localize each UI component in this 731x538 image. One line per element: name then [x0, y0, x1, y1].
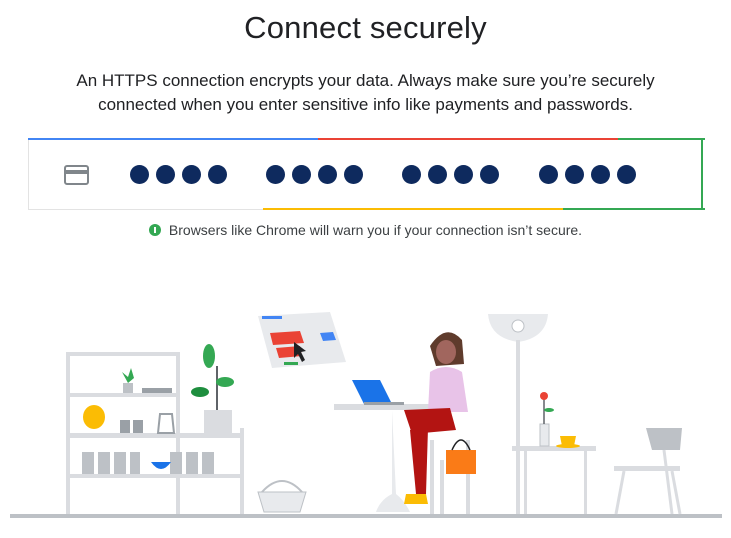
card-number-group-1: [130, 165, 227, 184]
flower-vase: [539, 392, 554, 447]
office-scene-illustration: [10, 312, 722, 518]
side-chair: [614, 428, 682, 515]
masked-digit: [539, 165, 558, 184]
desk: [334, 404, 458, 512]
browser-window: [258, 312, 346, 368]
page-title: Connect securely: [244, 10, 487, 45]
floor-lamp: [488, 314, 548, 514]
security-note: Browsers like Chrome will warn you if yo…: [0, 222, 731, 238]
masked-digit: [565, 165, 584, 184]
masked-digit: [402, 165, 421, 184]
masked-digit: [292, 165, 311, 184]
masked-digit: [454, 165, 473, 184]
masked-digit: [480, 165, 499, 184]
page-subtitle: An HTTPS connection encrypts your data. …: [76, 71, 655, 114]
masked-digit: [156, 165, 175, 184]
floor-line: [10, 514, 722, 518]
masked-digit: [344, 165, 363, 184]
basket: [257, 491, 307, 513]
security-note-text: Browsers like Chrome will warn you if yo…: [168, 222, 583, 238]
side-table: [512, 446, 596, 514]
masked-digit: [428, 165, 447, 184]
person-chair: [430, 440, 470, 514]
person: [404, 332, 476, 504]
masked-digit: [130, 165, 149, 184]
card-number-group-2: [266, 165, 363, 184]
shelf-unit: [66, 352, 244, 514]
teacup: [556, 436, 580, 448]
masked-digit: [208, 165, 227, 184]
card-number-group-3: [402, 165, 499, 184]
border-bottom-green: [563, 208, 705, 210]
potted-plant: [191, 344, 234, 433]
border-top-red: [318, 138, 618, 140]
border-bottom-yellow: [263, 208, 563, 210]
jars: [82, 452, 214, 474]
masked-digit: [182, 165, 201, 184]
credit-card-icon: [64, 165, 89, 185]
decor-plate: [83, 405, 105, 429]
card-number-group-4: [539, 165, 636, 184]
blue-bowl: [151, 462, 171, 469]
books: [142, 388, 172, 393]
masked-digit: [318, 165, 337, 184]
masked-digit: [266, 165, 285, 184]
info-circle-icon: [148, 224, 161, 236]
masked-digit: [591, 165, 610, 184]
vase: [156, 413, 176, 434]
masked-card-field: [28, 138, 705, 210]
laptop: [352, 380, 404, 405]
border-top-blue: [28, 138, 318, 140]
border-top-green: [618, 138, 705, 140]
border-right-green: [701, 138, 703, 210]
orange-bag: [446, 450, 476, 474]
masked-digit: [617, 165, 636, 184]
small-plant: [122, 368, 134, 393]
